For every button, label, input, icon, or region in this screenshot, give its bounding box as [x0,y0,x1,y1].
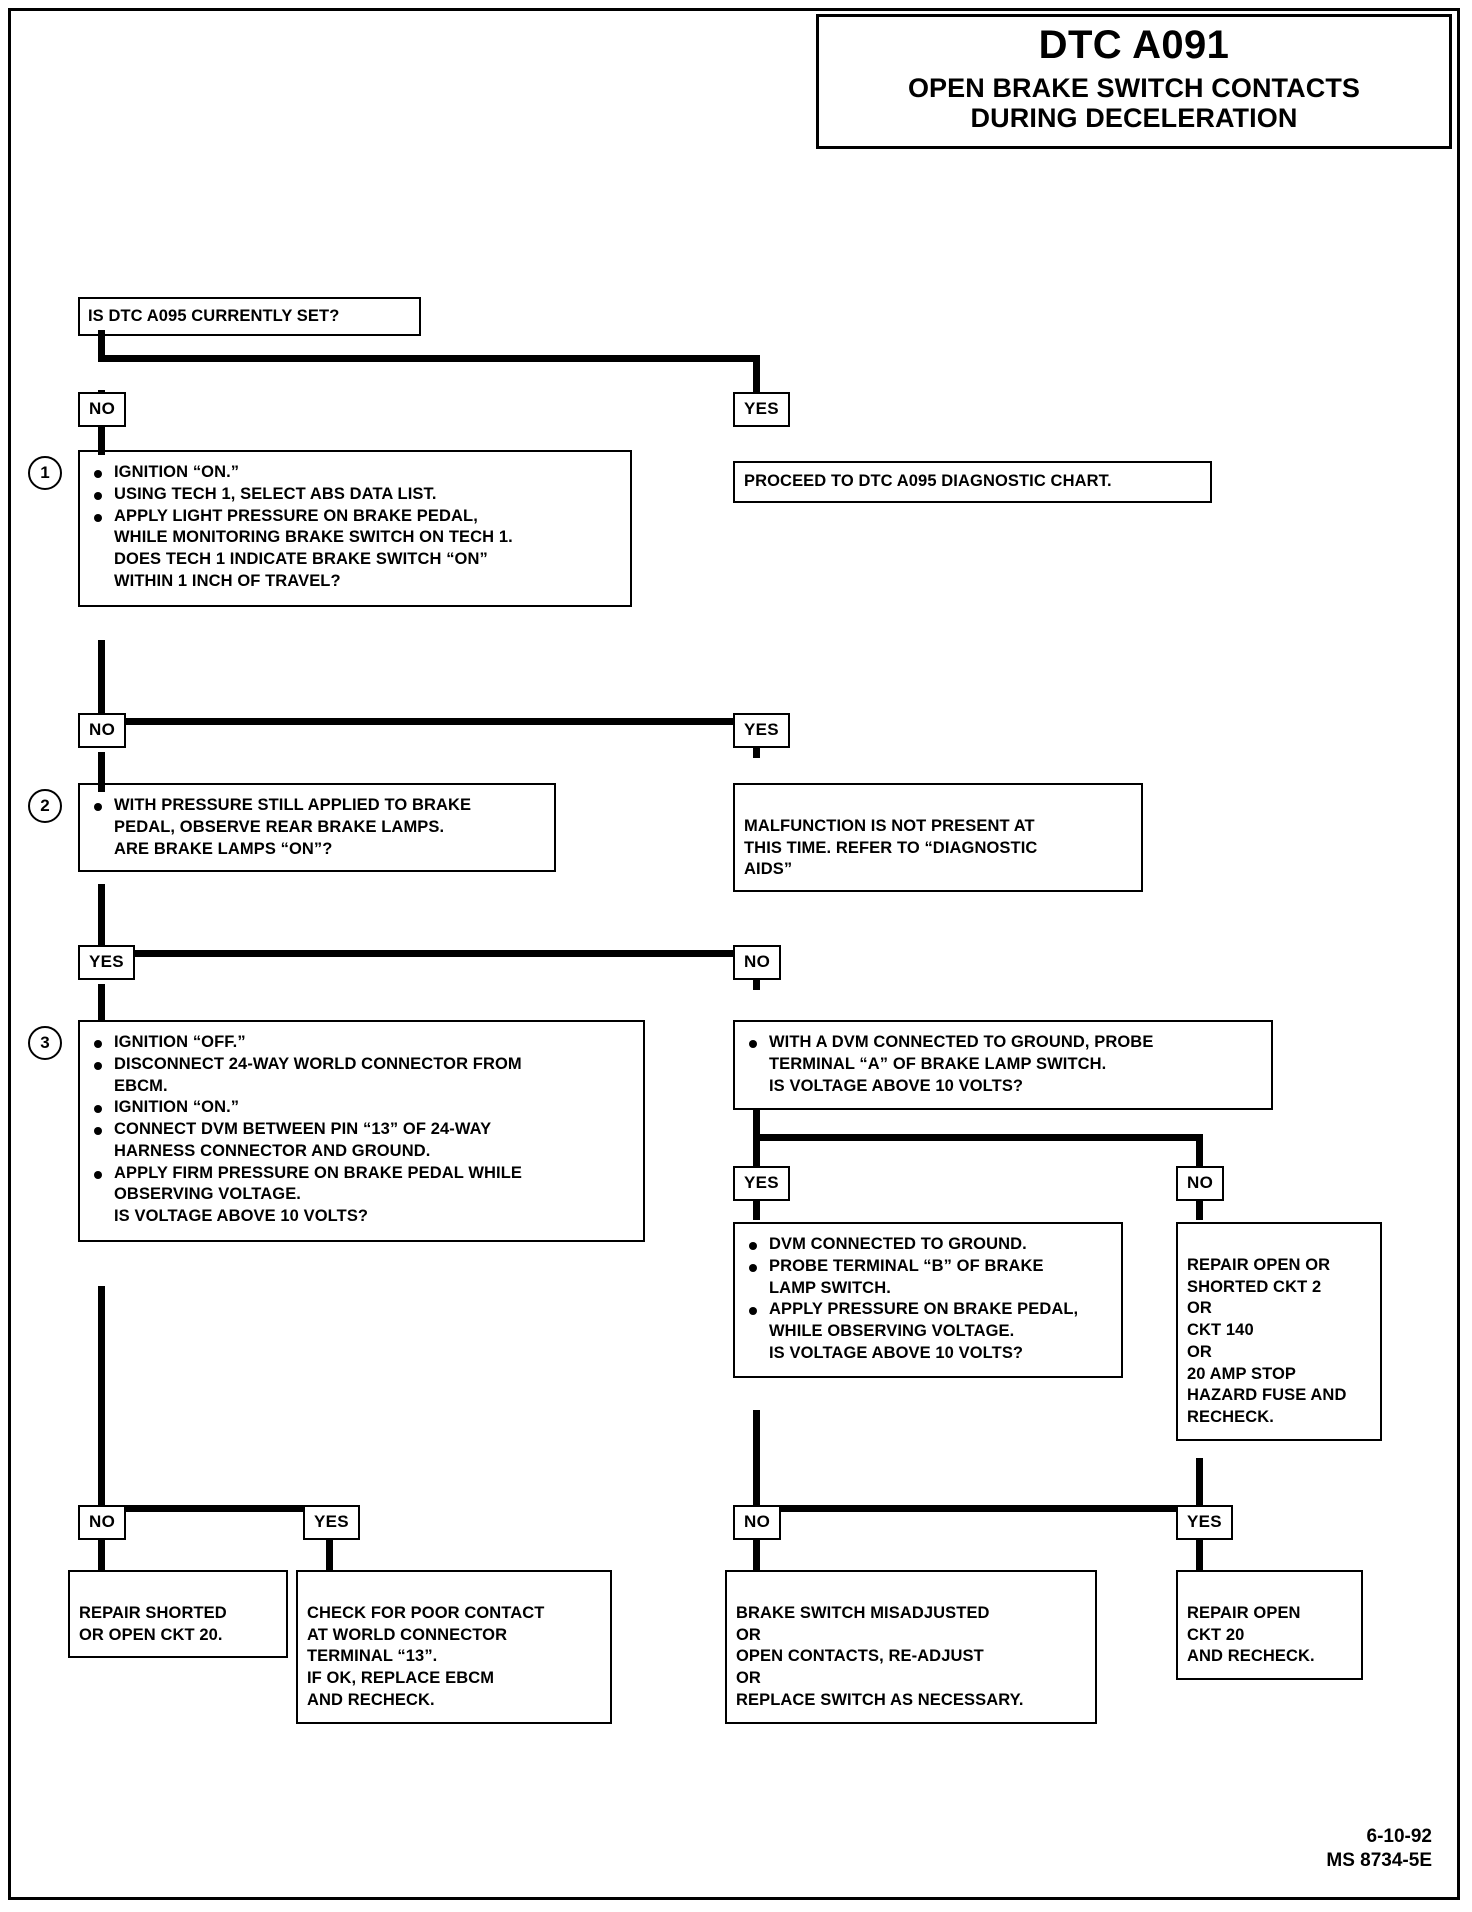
footer: 6-10-92 MS 8734-5E [1326,1825,1432,1874]
step1-bullet-1: IGNITION “ON.” [86,462,620,484]
step-number-3: 3 [28,1026,62,1060]
step2-yes-result-text: MALFUNCTION IS NOT PRESENT AT THIS TIME.… [744,816,1038,879]
step2-box: WITH PRESSURE STILL APPLIED TO BRAKE PED… [78,783,556,873]
step1-bullet-list: IGNITION “ON.” USING TECH 1, SELECT ABS … [86,462,620,593]
tag-no-dvm[interactable]: NO [1176,1166,1225,1201]
connector-start-down [98,330,105,360]
step-number-2-label: 2 [40,796,50,815]
connector-dvmyes-down [753,1410,760,1510]
dtc-code: DTC A091 [1038,23,1230,67]
result-repair-shorted-box: REPAIR SHORTED OR OPEN CKT 20. [68,1570,288,1659]
dvm-terminal-b-bullet-1: DVM CONNECTED TO GROUND. [741,1234,1113,1256]
result-brake-misadjusted-text: BRAKE SWITCH MISADJUSTED OR OPEN CONTACT… [736,1603,1024,1709]
tag-yes-bottom-right[interactable]: YES [1176,1505,1233,1540]
step1-yes-result-text: PROCEED TO DTC A095 DIAGNOSTIC CHART. [744,472,1112,490]
tag-yes-1[interactable]: YES [733,392,790,427]
title-block: DTC A091 OPEN BRAKE SWITCH CONTACTS DURI… [816,14,1452,150]
step3-bullet-4: CONNECT DVM BETWEEN PIN “13” OF 24-WAY H… [86,1119,635,1163]
tag-no-bottom-right-label: NO [744,1512,771,1531]
tag-no-bottom-left-label: NO [89,1512,116,1531]
tag-no-3-label: NO [744,952,771,971]
tag-yes-2-label: YES [744,720,779,739]
start-question-text: IS DTC A095 CURRENTLY SET? [88,307,340,325]
connector-branch-horizontal [753,1134,1203,1141]
connector-step1-down [98,640,105,725]
tag-yes-3[interactable]: YES [78,945,135,980]
result-repair-open20-text: REPAIR OPEN CKT 20 AND RECHECK. [1187,1603,1315,1666]
connector-step2-horizontal [98,950,760,957]
tag-no-1[interactable]: NO [78,392,127,427]
step3-bullet-2: DISCONNECT 24-WAY WORLD CONNECTOR FROM E… [86,1054,635,1098]
step3-box: IGNITION “OFF.” DISCONNECT 24-WAY WORLD … [78,1020,645,1242]
dvm-no-result-text: REPAIR OPEN OR SHORTED CKT 2 OR CKT 140 … [1187,1255,1347,1427]
connector-branch-right-down [1196,1134,1203,1176]
dvm-terminal-b-box: DVM CONNECTED TO GROUND. PROBE TERMINAL … [733,1222,1123,1378]
connector-step3-down [98,1286,105,1511]
connector-dvm-bottom-horizontal [753,1505,1203,1512]
footer-code: MS 8734-5E [1326,1850,1432,1872]
result-check-contact-text: CHECK FOR POOR CONTACT AT WORLD CONNECTO… [307,1603,545,1709]
tag-yes-bottom-right-label: YES [1187,1512,1222,1531]
tag-no-bottom-left[interactable]: NO [78,1505,127,1540]
tag-no-2-label: NO [89,720,116,739]
dvm-terminal-b-bullet-list: DVM CONNECTED TO GROUND. PROBE TERMINAL … [741,1234,1113,1365]
connector-yes3-down [98,984,105,1022]
tag-yes-1-label: YES [744,399,779,418]
dvm-no-result-box: REPAIR OPEN OR SHORTED CKT 2 OR CKT 140 … [1176,1222,1382,1441]
connector-start-right-down [753,355,760,399]
dvm-terminal-a-box: WITH A DVM CONNECTED TO GROUND, PROBE TE… [733,1020,1273,1111]
result-check-contact-box: CHECK FOR POOR CONTACT AT WORLD CONNECTO… [296,1570,612,1724]
step-number-2: 2 [28,789,62,823]
step-number-1: 1 [28,456,62,490]
tag-no-bottom-right[interactable]: NO [733,1505,782,1540]
connector-step3-bottom-horizontal [98,1505,333,1512]
connector-branch-left-down [753,1134,760,1176]
tag-yes-dvm-label: YES [744,1173,779,1192]
tag-no-dvm-label: NO [1187,1173,1214,1192]
dvm-terminal-a-bullet-1: WITH A DVM CONNECTED TO GROUND, PROBE TE… [741,1032,1263,1097]
tag-yes-dvm[interactable]: YES [733,1166,790,1201]
step-number-3-label: 3 [40,1033,50,1052]
start-question-box: IS DTC A095 CURRENTLY SET? [78,297,421,336]
step3-bullet-list: IGNITION “OFF.” DISCONNECT 24-WAY WORLD … [86,1032,635,1228]
result-repair-shorted-text: REPAIR SHORTED OR OPEN CKT 20. [79,1603,227,1644]
step3-bullet-5: APPLY FIRM PRESSURE ON BRAKE PEDAL WHILE… [86,1163,635,1228]
tag-yes-bottom-left-label: YES [314,1512,349,1531]
step2-bullet-list: WITH PRESSURE STILL APPLIED TO BRAKE PED… [86,795,544,860]
step1-yes-result-box: PROCEED TO DTC A095 DIAGNOSTIC CHART. [733,461,1212,503]
footer-date: 6-10-92 [1366,1825,1433,1847]
step3-bullet-3: IGNITION “ON.” [86,1097,635,1119]
connector-step2-down [98,884,105,956]
dvm-terminal-b-bullet-3: APPLY PRESSURE ON BRAKE PEDAL, WHILE OBS… [741,1299,1113,1364]
dtc-description-line2: DURING DECELERATION [970,103,1298,134]
result-brake-misadjusted-box: BRAKE SWITCH MISADJUSTED OR OPEN CONTACT… [725,1570,1097,1724]
tag-yes-3-label: YES [89,952,124,971]
tag-no-1-label: NO [89,399,116,418]
tag-no-3[interactable]: NO [733,945,782,980]
connector-start-horizontal [98,355,760,362]
connector-yes-bottomleft-stem [326,1538,333,1572]
result-repair-open20-box: REPAIR OPEN CKT 20 AND RECHECK. [1176,1570,1363,1681]
dtc-description-line1: OPEN BRAKE SWITCH CONTACTS [907,72,1361,103]
connector-no2-down [98,752,105,792]
step1-bullet-2: USING TECH 1, SELECT ABS DATA LIST. [86,484,620,506]
step1-box: IGNITION “ON.” USING TECH 1, SELECT ABS … [78,450,632,607]
dvm-terminal-a-bullet-list: WITH A DVM CONNECTED TO GROUND, PROBE TE… [741,1032,1263,1097]
tag-no-2[interactable]: NO [78,713,127,748]
connector-dvmno-down-right [1196,1458,1203,1512]
tag-yes-bottom-left[interactable]: YES [303,1505,360,1540]
step3-bullet-1: IGNITION “OFF.” [86,1032,635,1054]
step-number-1-label: 1 [40,463,50,482]
step1-bullet-3: APPLY LIGHT PRESSURE ON BRAKE PEDAL, WHI… [86,506,620,593]
step2-bullet-1: WITH PRESSURE STILL APPLIED TO BRAKE PED… [86,795,544,860]
tag-yes-2[interactable]: YES [733,713,790,748]
connector-step1-horizontal [98,718,760,725]
dvm-terminal-b-bullet-2: PROBE TERMINAL “B” OF BRAKE LAMP SWITCH. [741,1256,1113,1300]
connector-no-bottomleft-stem [98,1538,105,1572]
page-border [8,8,1460,1900]
step2-yes-result-box: MALFUNCTION IS NOT PRESENT AT THIS TIME.… [733,783,1143,893]
